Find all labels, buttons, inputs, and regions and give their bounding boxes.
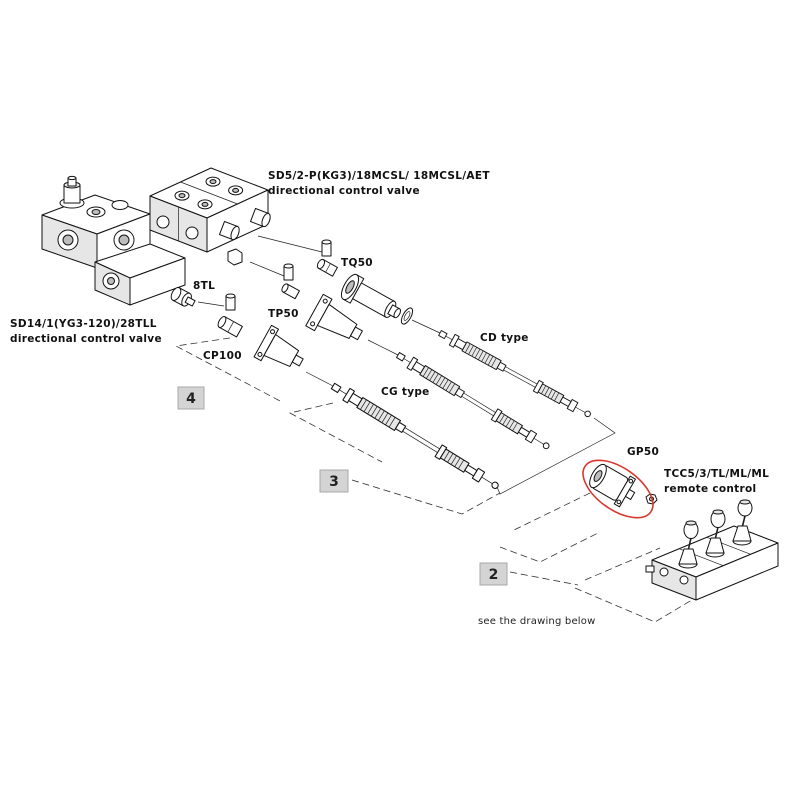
part-tq50 [340, 273, 401, 319]
highlight-ellipse [582, 459, 654, 519]
tp50-label: TP50 [268, 308, 299, 320]
gp50-label: GP50 [627, 446, 659, 458]
cable-middle [394, 349, 553, 454]
sd14-valve [41, 175, 186, 306]
sd14-desc-label: directional control valve [10, 333, 162, 345]
pin-tq50 [321, 239, 332, 257]
part-8tl [170, 287, 196, 307]
lever-2 [705, 509, 726, 558]
lever-3 [732, 499, 753, 546]
group-box-4: 4 [177, 386, 205, 410]
part-tp50 [305, 293, 363, 341]
part-cp100 [253, 324, 304, 367]
pin-tp50 [283, 263, 294, 281]
cg-type-label: CG type [381, 386, 430, 398]
tq50-label: TQ50 [341, 257, 373, 269]
routing-group-3 [288, 402, 501, 515]
adapter-tp50 [281, 283, 300, 300]
group-box-3: 3 [319, 469, 349, 493]
8tl-label: 8TL [193, 280, 215, 292]
group-number: 3 [329, 474, 339, 490]
part-gp50 [589, 463, 636, 508]
see-drawing-note: see the drawing below [478, 616, 595, 627]
routing-group-4 [174, 337, 283, 403]
sd14-model-label: SD14/1(YG3-120)/28TLL [10, 318, 157, 330]
cp100-label: CP100 [203, 350, 242, 362]
sd5-model-label: SD5/2-P(KG3)/18MCSL/ 18MCSL/AET [268, 170, 490, 182]
adapter-cp100 [217, 316, 243, 338]
lever-1 [678, 520, 699, 569]
cd-type-label: CD type [480, 332, 529, 344]
ring-tq50 [400, 307, 414, 325]
remote-control-tcc5 [645, 499, 779, 601]
group-number: 2 [489, 567, 499, 583]
group-box-2: 2 [479, 562, 508, 586]
remote-model-label: TCC5/3/TL/ML/ML [664, 468, 769, 480]
remote-desc-label: remote control [664, 483, 756, 495]
adapter-tq50 [316, 258, 338, 277]
link-lines [197, 235, 616, 495]
pin-cp100 [225, 293, 236, 311]
sd5-valve [149, 167, 271, 266]
group-number: 4 [186, 391, 196, 407]
sd5-desc-label: directional control valve [268, 185, 420, 197]
